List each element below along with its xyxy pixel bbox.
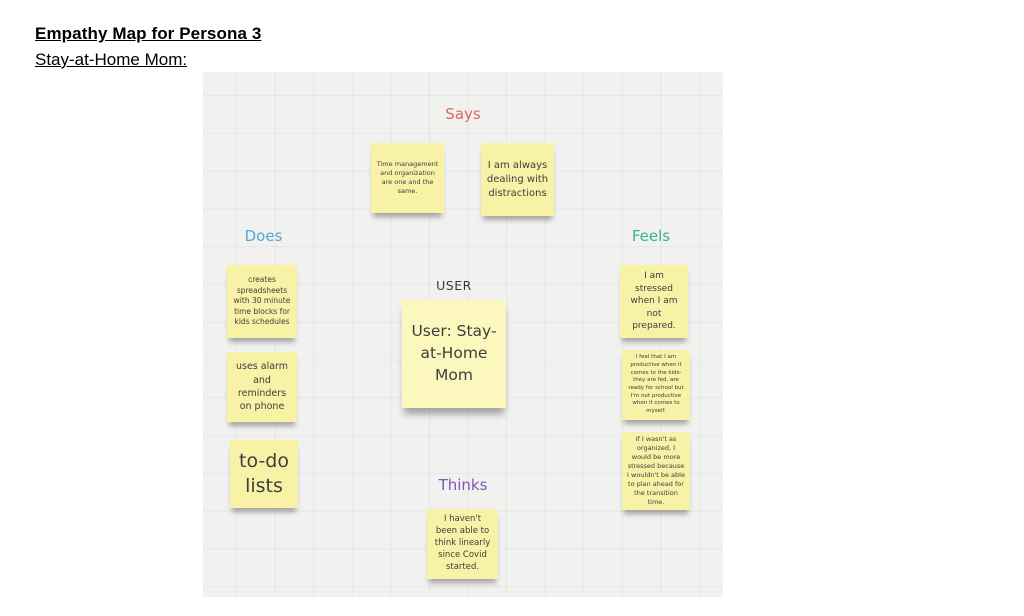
quadrant-label-thinks[interactable]: Thinks <box>438 476 488 494</box>
document-subtitle: Stay-at-Home Mom: <box>35 50 188 69</box>
sticky-note-does-alarms[interactable]: uses alarm and reminders on phone <box>227 352 297 422</box>
quadrant-label-feels[interactable]: Feels <box>631 227 671 245</box>
user-section-label[interactable]: USER <box>436 278 472 293</box>
sticky-note-says-time-management[interactable]: Time management and organization are one… <box>371 143 444 213</box>
quadrant-label-says[interactable]: Says <box>445 105 481 123</box>
empathy-map-canvas[interactable]: Says Does Feels Thinks USER Time managem… <box>203 72 723 597</box>
sticky-note-does-todo-lists[interactable]: to-do lists <box>230 440 298 508</box>
sticky-note-does-spreadsheets[interactable]: creates spreadsheets with 30 minute time… <box>227 265 297 338</box>
sticky-note-says-distractions[interactable]: I am always dealing with distractions <box>481 143 554 216</box>
sticky-note-user-persona[interactable]: User: Stay-at-Home Mom <box>402 300 506 408</box>
sticky-note-thinks-linearly[interactable]: I haven't been able to think linearly si… <box>427 509 498 579</box>
sticky-note-feels-stressed[interactable]: I am stressed when I am not prepared. <box>620 265 688 338</box>
document-title: Empathy Map for Persona 3 <box>35 24 262 43</box>
quadrant-label-does[interactable]: Does <box>244 227 283 245</box>
sticky-note-feels-organized[interactable]: If I wasn't as organized, I would be mor… <box>622 432 690 510</box>
sticky-note-feels-productive[interactable]: I feel that I am productive when it come… <box>622 350 690 420</box>
